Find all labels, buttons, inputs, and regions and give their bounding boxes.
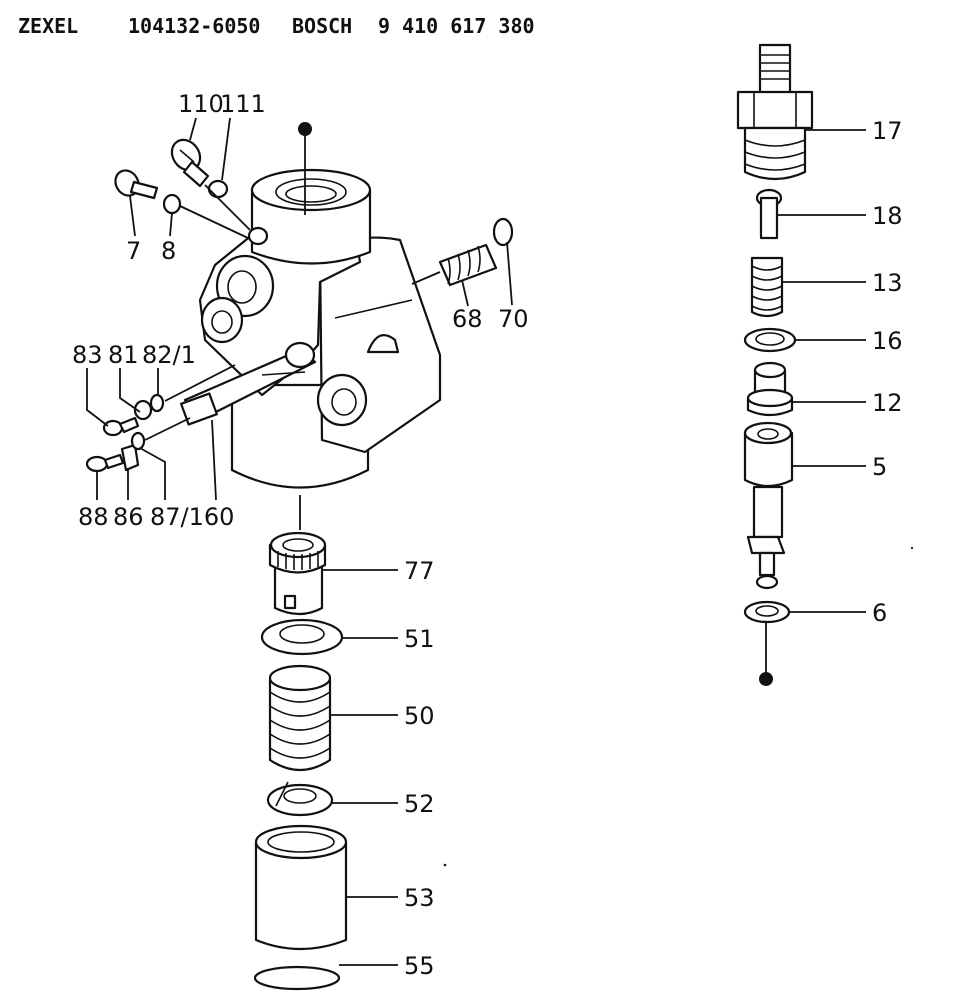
callout-17: 17 [872, 117, 903, 145]
clip-70 [492, 217, 514, 247]
callout-81: 81 [108, 341, 139, 369]
callout-70: 70 [498, 305, 529, 333]
seat-52 [266, 781, 334, 817]
valve-seat-12 [746, 361, 794, 417]
callout-8: 8 [161, 237, 176, 265]
tappet-53 [254, 824, 348, 951]
washer-8 [162, 193, 182, 215]
snap-ring-55 [253, 965, 341, 991]
leader-lines [86, 117, 866, 966]
callout-50: 50 [404, 702, 435, 730]
callout-82-1: 82/1 [142, 341, 196, 369]
shim-6 [743, 600, 791, 624]
callout-5: 5 [872, 453, 887, 481]
callout-labels: 110 111 7 8 68 70 83 81 82/1 88 86 87/16… [72, 90, 903, 980]
callout-53: 53 [404, 884, 435, 912]
screw-7 [114, 169, 159, 200]
pump-housing [180, 168, 442, 489]
header-bosch-number: 9 410 617 380 [378, 14, 535, 38]
header-brand: ZEXEL [18, 14, 79, 38]
reference-dot-bottom [759, 672, 773, 686]
spring-50 [268, 664, 332, 771]
callout-51: 51 [404, 625, 435, 653]
gasket-16 [743, 327, 797, 353]
gear-sleeve-77 [268, 531, 327, 616]
screw-110 [170, 138, 210, 188]
callout-55: 55 [404, 952, 435, 980]
valve-18 [755, 188, 783, 240]
callout-18: 18 [872, 202, 903, 230]
callout-16: 16 [872, 327, 903, 355]
callout-111: 111 [220, 90, 266, 118]
header-alt-brand: BOSCH [292, 14, 353, 38]
header-zexel-number: 104132-6050 [128, 14, 261, 38]
callout-52: 52 [404, 790, 435, 818]
spring-68 [438, 243, 498, 287]
callout-77: 77 [404, 557, 435, 585]
small-linkage-parts [85, 393, 165, 473]
callout-6: 6 [872, 599, 887, 627]
callout-13: 13 [872, 269, 903, 297]
reference-dot-top [298, 122, 312, 136]
callout-7: 7 [126, 237, 141, 265]
plunger-5 [743, 421, 794, 590]
callout-86: 86 [113, 503, 144, 531]
callout-12: 12 [872, 389, 903, 417]
callout-88: 88 [78, 503, 109, 531]
callout-83: 83 [72, 341, 103, 369]
delivery-valve-holder-17 [736, 43, 814, 181]
spring-13 [750, 256, 784, 318]
callout-87-160: 87/160 [150, 503, 234, 531]
spring-seat-51 [260, 618, 344, 656]
washer-111 [207, 179, 229, 199]
callout-68: 68 [452, 305, 483, 333]
callout-110: 110 [178, 90, 224, 118]
